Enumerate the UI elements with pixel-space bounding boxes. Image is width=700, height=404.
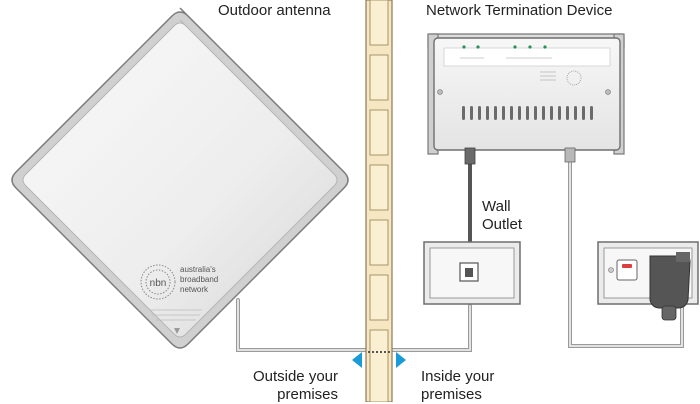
wall-outlet-label-line2: Outlet <box>482 216 523 233</box>
ntd-ethernet-plug <box>464 147 476 165</box>
network-termination-device <box>427 33 625 165</box>
ntd-label: Network Termination Device <box>426 2 613 19</box>
outside-premises-label: Outside your premises <box>253 368 338 404</box>
ntd-status-leds <box>462 45 547 49</box>
ntd-vent-slots <box>462 106 593 120</box>
brand-line-2: broadband <box>180 275 218 284</box>
ntd-screw-left <box>437 89 443 95</box>
wall-outlet-label: Wall Outlet <box>482 198 522 234</box>
outdoor-antenna: nbn australia's broadband network <box>11 7 349 349</box>
antenna-tick-mark <box>174 328 180 334</box>
outside-arrow <box>352 352 362 368</box>
outside-label-line1: Outside your <box>252 368 338 385</box>
outdoor-antenna-label: Outdoor antenna <box>218 2 331 19</box>
ntd-screw-right <box>605 89 611 95</box>
ntd-nbn-emblem <box>566 70 582 86</box>
cables <box>236 158 684 352</box>
nbn-logo-text: nbn <box>150 278 167 289</box>
inside-premises-label: Inside your premises <box>421 368 494 404</box>
wall-outlet <box>423 241 521 305</box>
wall-outlet-label-line1: Wall <box>482 198 511 215</box>
power-point-screw-left <box>608 267 614 273</box>
wall-bricks <box>369 0 389 402</box>
brand-line-1: australia's <box>180 265 216 274</box>
plug-pack <box>649 252 691 321</box>
ntd-faceplate-print <box>460 57 556 81</box>
inside-arrow <box>396 352 406 368</box>
antenna-coax-cable <box>236 298 472 352</box>
inside-label-line2: premises <box>421 386 482 403</box>
outside-label-line2: premises <box>277 386 338 403</box>
brand-line-3: network <box>180 285 209 294</box>
antenna-fine-print <box>150 309 202 321</box>
exterior-wall <box>365 0 393 402</box>
ntd-power-plug <box>564 147 576 163</box>
nbn-logo <box>140 264 176 300</box>
power-point-switch <box>616 259 638 281</box>
inside-label-line1: Inside your <box>421 368 495 385</box>
